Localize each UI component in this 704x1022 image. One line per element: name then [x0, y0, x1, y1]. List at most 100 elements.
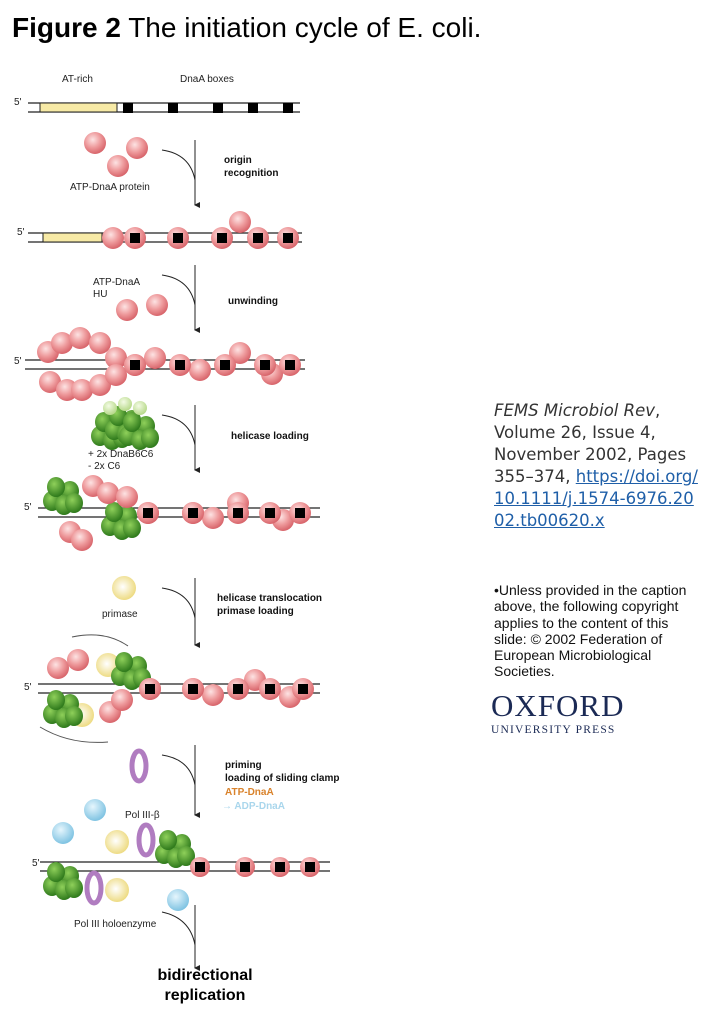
c6-label: - 2x C6	[88, 461, 121, 472]
step-line: loading of sliding clamp	[225, 773, 340, 784]
sliding-clamp	[136, 822, 156, 858]
step-helicase-loading: helicase loading	[231, 431, 309, 442]
dnaa-box	[143, 508, 153, 518]
dnaa-protein	[189, 359, 211, 381]
dnac-loader	[118, 397, 132, 411]
dnaa-box	[123, 103, 133, 113]
dnaa-box	[283, 233, 293, 243]
figure-title: Figure 2 The initiation cycle of E. coli…	[12, 12, 481, 44]
dnaa-protein	[51, 332, 73, 354]
fork-arc	[39, 726, 109, 743]
five-prime-label: 5'	[24, 502, 32, 513]
five-prime-label: 5'	[14, 356, 22, 367]
dnaa-protein	[126, 137, 148, 159]
sliding-clamp	[129, 748, 149, 784]
dnaa-protein	[89, 374, 111, 396]
dnaa-box	[173, 233, 183, 243]
dnaa-box	[233, 684, 243, 694]
helicase-dnab	[47, 690, 65, 710]
dnaa-box	[220, 360, 230, 370]
dnaa-box	[213, 103, 223, 113]
dnaa-protein	[39, 371, 61, 393]
fork-arc	[71, 634, 129, 647]
helicase-dnab	[177, 846, 195, 866]
dnaa-box	[145, 684, 155, 694]
citation-details: , Volume 26, Issue 4, November 2002, Pag…	[494, 401, 687, 486]
dnaa-protein	[97, 482, 119, 504]
dnaa-protein	[89, 332, 111, 354]
curved-arrow	[161, 414, 196, 446]
helicase-dnab	[65, 878, 83, 898]
helicase-dnab	[65, 493, 83, 513]
dnaa-box	[265, 684, 275, 694]
figure-number: Figure 2	[12, 12, 121, 43]
helicase-dnab	[47, 477, 65, 497]
helicase-dnab	[141, 428, 159, 448]
dnaa-protein	[102, 227, 124, 249]
proteins	[37, 103, 320, 911]
dnaa-box	[285, 360, 295, 370]
sliding-clamp	[84, 870, 104, 906]
primase	[105, 830, 129, 854]
dnaa-protein	[105, 364, 127, 386]
dnaa-protein	[146, 294, 168, 316]
pol-iii-holoenzyme-label: Pol III holoenzyme	[74, 919, 157, 930]
step-line: priming	[225, 760, 262, 771]
step-origin-recognition: origin recognition	[224, 154, 278, 180]
dnaa-box	[283, 103, 293, 113]
dnaa-box	[233, 508, 243, 518]
dnaa-protein	[84, 132, 106, 154]
step-line: primase loading	[217, 606, 294, 617]
dnaa-box	[253, 233, 263, 243]
dnaa-protein	[116, 299, 138, 321]
citation: FEMS Microbiol Rev, Volume 26, Issue 4, …	[494, 400, 699, 532]
curved-arrow	[161, 911, 196, 946]
dnaa-protein	[69, 327, 91, 349]
five-prime-label: 5'	[32, 858, 40, 869]
dnaa-box	[168, 103, 178, 113]
dnaa-protein	[111, 689, 133, 711]
dnaa-box	[240, 862, 250, 872]
five-prime-label: 5'	[14, 97, 22, 108]
curved-arrow	[161, 587, 196, 619]
dnaa-protein	[71, 529, 93, 551]
copyright-notice: •Unless provided in the caption above, t…	[494, 582, 687, 680]
hu-label: HU	[93, 289, 108, 300]
curved-arrow	[161, 149, 196, 181]
dnaa-protein	[229, 342, 251, 364]
five-prime-label: 5'	[17, 227, 25, 238]
at-rich-region	[42, 232, 103, 243]
logo-name: OXFORD	[491, 688, 625, 723]
doi-link[interactable]: https://doi.org/10.1111/j.1574-6976.2002…	[494, 467, 698, 530]
adp-dnaa-protein	[52, 822, 74, 844]
dnaa-protein	[105, 347, 127, 369]
dnaa-box	[265, 508, 275, 518]
step-priming: priming loading of sliding clamp	[225, 759, 339, 785]
journal-name: FEMS Microbiol Rev	[494, 401, 656, 420]
dnaa-protein	[107, 155, 129, 177]
adp-dnaa-protein	[167, 889, 189, 911]
dnaa-box	[248, 103, 258, 113]
at-rich-region	[39, 102, 118, 113]
atp-dnaa-state: ATP-DnaA	[225, 787, 274, 798]
dnaa-protein	[202, 684, 224, 706]
primase	[112, 576, 136, 600]
pol-iii-beta-label: Pol III-β	[125, 810, 160, 821]
step-line: origin	[224, 155, 252, 166]
step-line: recognition	[224, 168, 279, 179]
logo-sub: UNIVERSITY PRESS	[491, 724, 616, 736]
process-arrows	[39, 140, 200, 971]
helicase-dnab	[159, 830, 177, 850]
figure-caption: The initiation cycle of E. coli.	[120, 12, 482, 43]
dnaa-box	[305, 862, 315, 872]
dnaa-protein	[47, 657, 69, 679]
dnaa-box	[195, 862, 205, 872]
dnac-loader	[103, 401, 117, 415]
dnac-loader	[133, 401, 147, 415]
adp-dnaa-protein	[84, 799, 106, 821]
helicase-dnab	[123, 518, 141, 538]
dnaa-box	[298, 684, 308, 694]
step-line: helicase translocation	[217, 593, 323, 604]
at-rich-label: AT-rich	[62, 74, 93, 85]
helicase-dnab	[47, 862, 65, 882]
